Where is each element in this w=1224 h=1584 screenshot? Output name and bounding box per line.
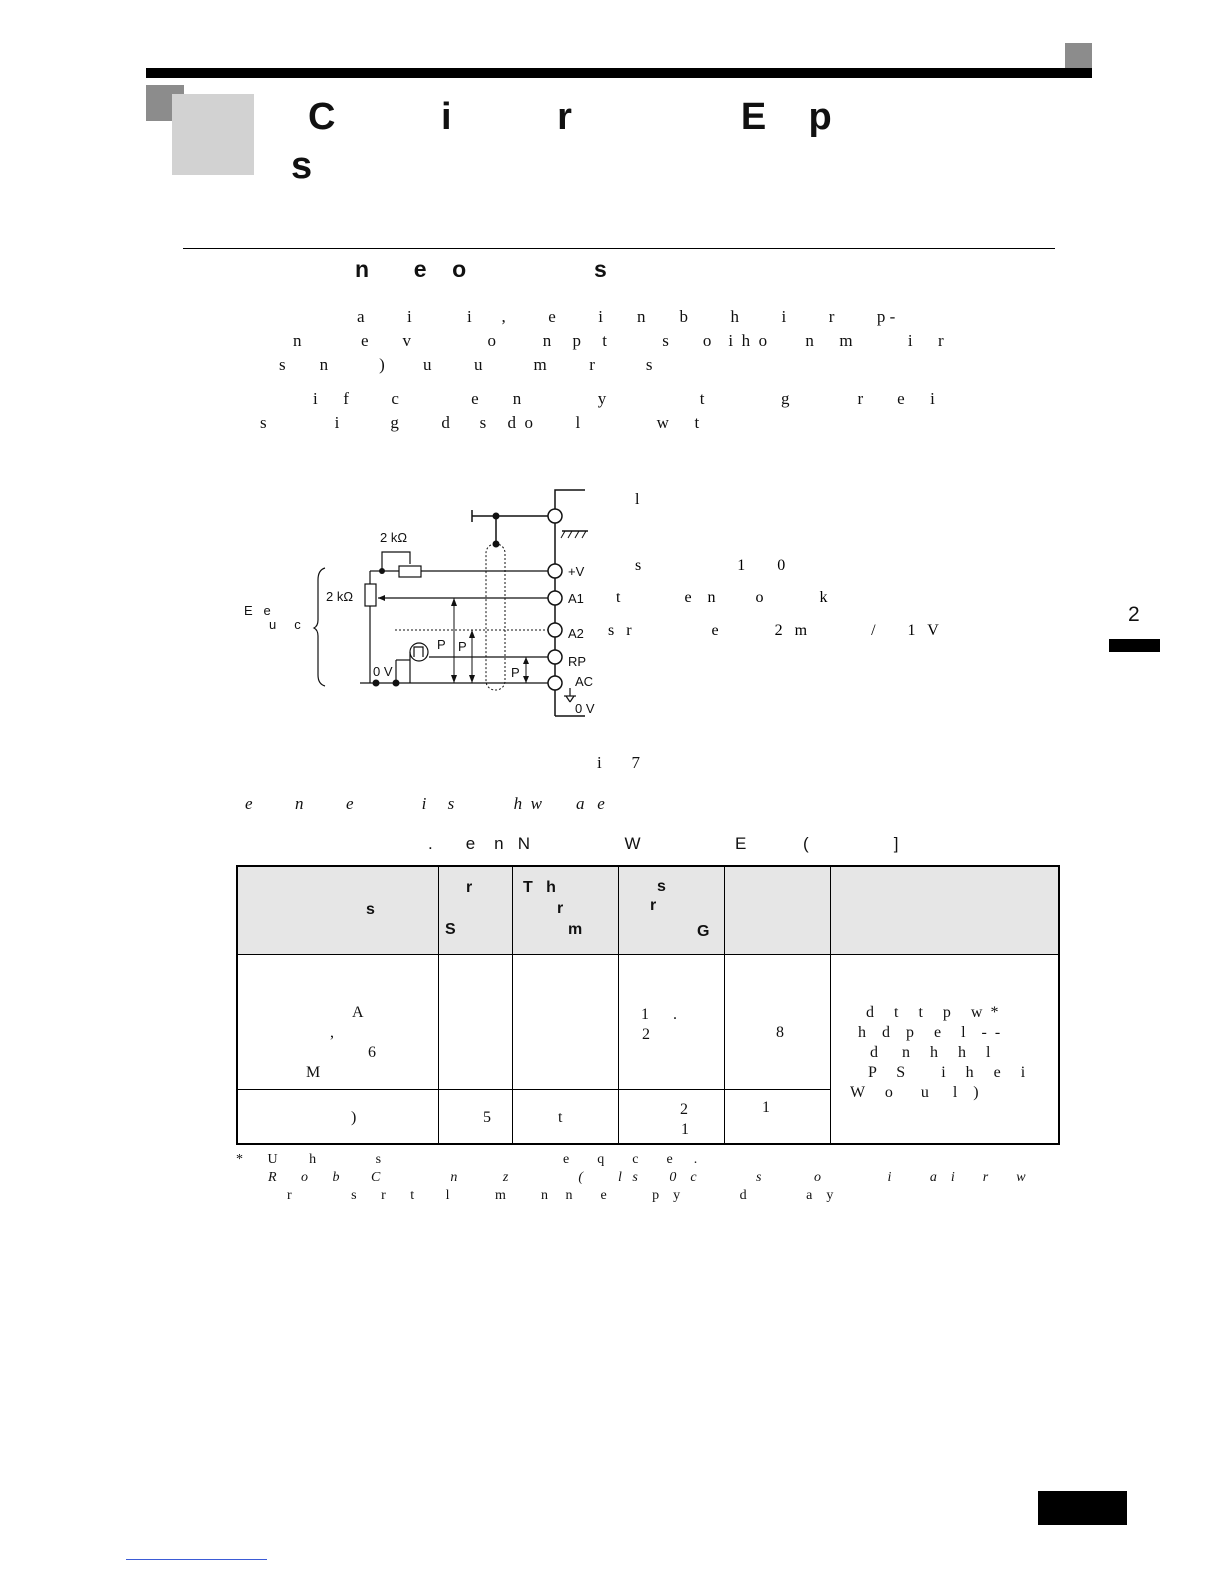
table-cell: M <box>306 1064 321 1081</box>
body-paragraph-2-line-1: i f c e n y t g r e i <box>313 389 935 408</box>
footnote-line-2: R o b C n z ( l s 0 c s o i a i r <box>268 1170 1026 1185</box>
body-paragraph-1-line-3: s n ) u u m r s <box>279 355 653 374</box>
table-note-line: W o u l ) <box>850 1084 979 1101</box>
table-header-col-3-line-1: T h <box>523 879 556 896</box>
footnote-line-1: * U h s e q c e . <box>236 1152 698 1167</box>
table-header-col-2-line-3: S <box>445 921 456 938</box>
corner-marker <box>1065 43 1092 68</box>
circuit-note-4: s r e 2 m / 1 V <box>608 622 939 639</box>
table-header-col-3-line-2: r <box>557 900 564 917</box>
table-header-col-4-line-1: s <box>657 878 666 895</box>
page-title-line-2: s <box>291 145 313 187</box>
page-number-tab <box>1038 1491 1127 1525</box>
table-note-line: h d p e l - - <box>858 1024 1001 1041</box>
body-paragraph-1-line-2: n e v o n p t s o i h o n m i r <box>293 331 944 350</box>
table-cell: 5 <box>483 1109 491 1126</box>
table-cell: 8 <box>776 1024 784 1041</box>
table-header-col-4-line-2: r <box>650 897 657 914</box>
table-cell: 1 <box>762 1099 770 1116</box>
table-col-divider <box>724 867 725 1143</box>
table-header-col-2-line-1: r <box>466 879 473 896</box>
terminal-label-a1: A1 <box>568 591 584 606</box>
table-cell: ) <box>351 1109 357 1126</box>
table-cell: 1 . <box>641 1006 677 1023</box>
zero-volt-label-left: 0 V <box>373 664 393 679</box>
table-header-row <box>238 867 1058 955</box>
table-cell: 2 <box>642 1026 650 1043</box>
table-header-col-3-line-3: m <box>568 921 583 938</box>
table-note-line: P S i h e i <box>868 1064 1026 1081</box>
pulse-label-1: P <box>437 637 446 652</box>
chapter-tab-bar <box>1109 639 1160 652</box>
terminal-label-a2: A2 <box>568 626 584 641</box>
pulse-label-3: P <box>511 665 520 680</box>
table-cell: , <box>330 1024 334 1041</box>
circuit-note-3: t e n o k <box>616 589 828 606</box>
circuit-note-2: s 1 0 <box>635 557 785 574</box>
chapter-number: 2 <box>1128 603 1140 626</box>
body-line-after-figure: e n e i s h w a e <box>245 794 605 813</box>
pulse-label-2: P <box>458 639 467 654</box>
table-col-divider <box>512 867 513 1143</box>
terminal-label-plus-v: +V <box>568 564 585 579</box>
table-header-col-4-line-3: G <box>697 923 710 940</box>
table-cell: t <box>558 1109 563 1126</box>
figure-caption: i 7 <box>597 753 640 772</box>
circuit-diagram: 2 kΩ 2 kΩ 0 V P P P E e u c +V A1 A2 RP … <box>244 489 939 717</box>
table-row-divider <box>238 1089 830 1090</box>
header-rule <box>146 68 1092 78</box>
table-col-divider <box>438 867 439 1143</box>
section-divider <box>183 248 1055 249</box>
circuit-note-1: l <box>635 491 640 508</box>
footer-link[interactable] <box>126 1559 267 1560</box>
resistor-label-left: 2 kΩ <box>326 589 353 604</box>
table-cell: 2 <box>680 1101 688 1118</box>
zero-volt-label-bottom: 0 V <box>575 701 595 716</box>
table-col-divider <box>830 867 831 1143</box>
table-col-divider <box>618 867 619 1143</box>
table-note-line: d n h h l <box>870 1044 991 1061</box>
page-title-line-1: C i r E p <box>308 96 832 138</box>
table-header-col-1: s <box>366 901 375 918</box>
body-paragraph-2-line-2: s i g d s d o l w t <box>260 413 700 432</box>
table-cell: 1 <box>681 1121 689 1138</box>
terminal-label-rp: RP <box>568 654 586 669</box>
external-source-label-2: u c <box>269 617 301 632</box>
table-cell: 6 <box>368 1044 376 1061</box>
title-decoration-light <box>172 94 254 175</box>
external-source-label-1: E e <box>244 603 271 618</box>
table-caption: . e n N W E ( ] <box>428 834 899 853</box>
table-cell: A <box>352 1004 364 1021</box>
resistor-label-top: 2 kΩ <box>380 530 407 545</box>
section-title: n e o s <box>355 256 607 282</box>
terminal-label-ac: AC <box>575 674 593 689</box>
footnote-line-3: r s r t l m n n e p y d a y <box>287 1188 834 1203</box>
body-paragraph-1-line-1: a i i , e i n b h i r p - <box>357 307 896 326</box>
table-note-line: d t t p w * <box>866 1004 999 1021</box>
spec-table: s r S T h r m s r G A , 6 M 1 . 2 8 d t … <box>236 865 1060 1145</box>
